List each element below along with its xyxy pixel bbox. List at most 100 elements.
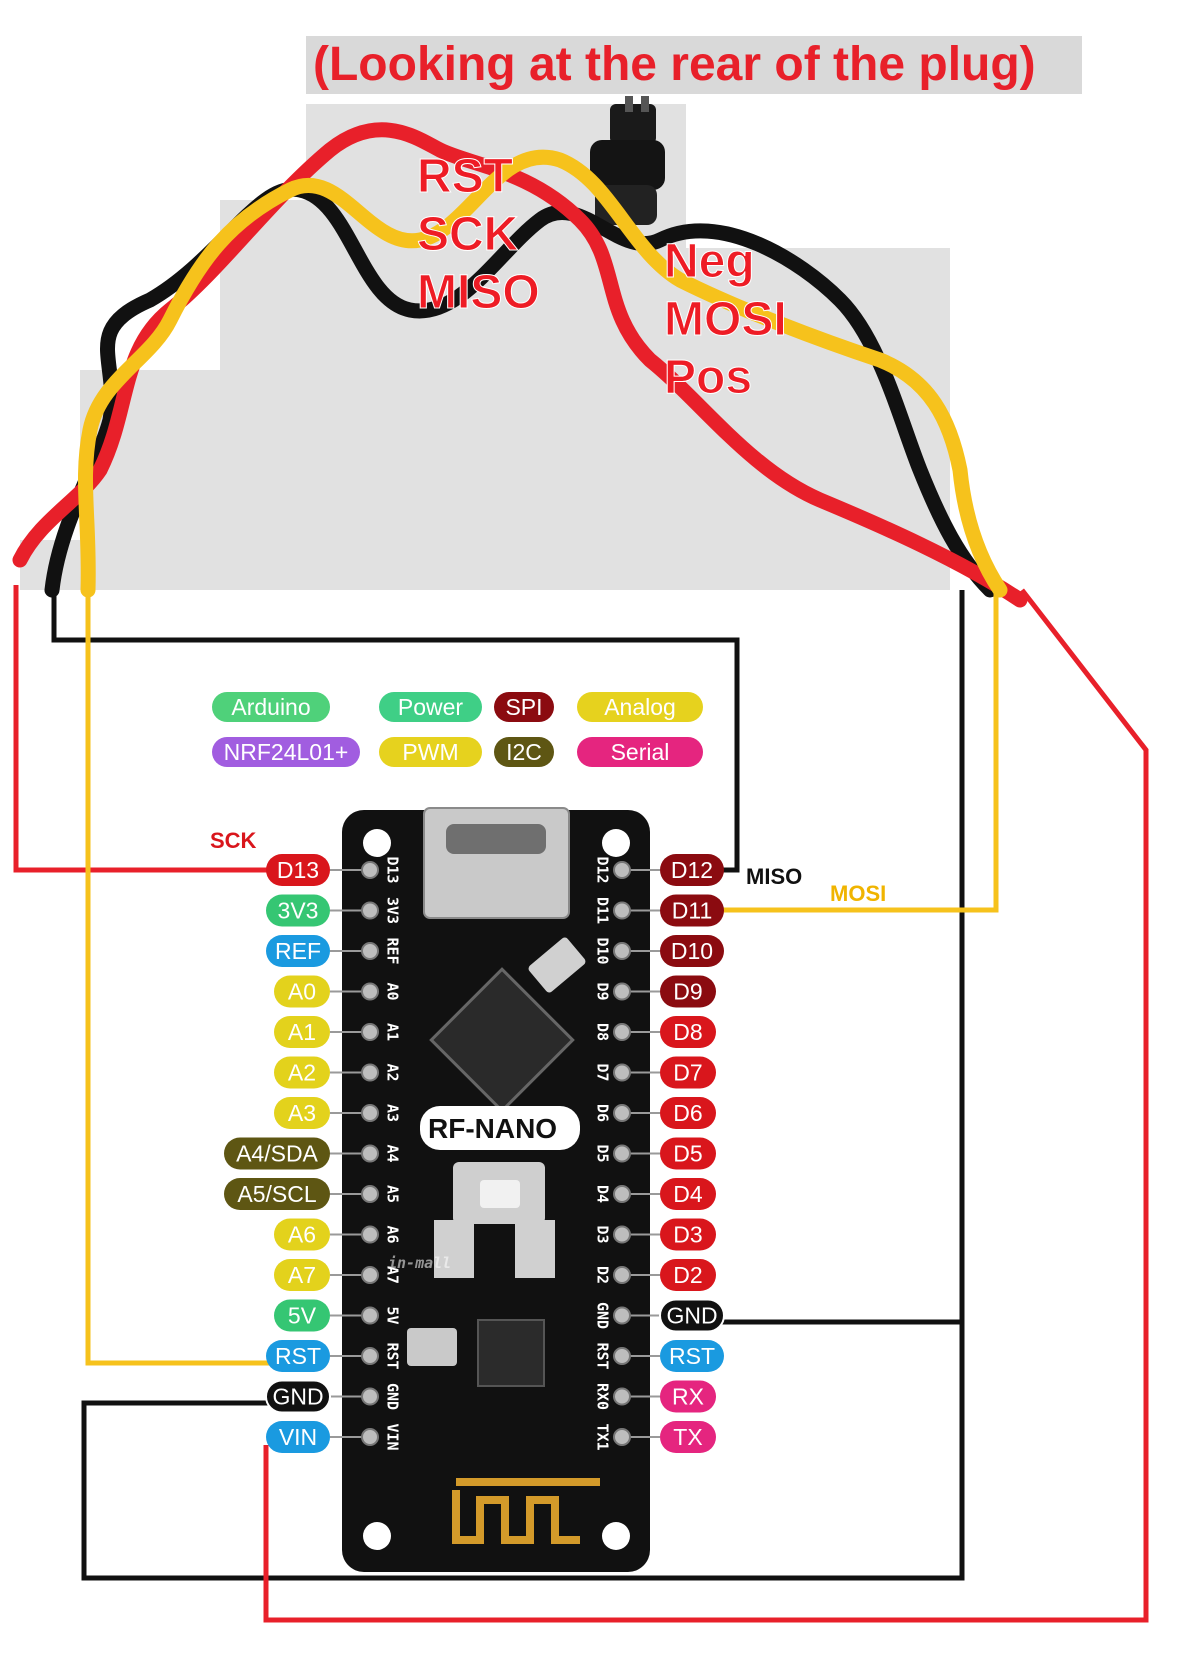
legend-pill — [212, 692, 330, 722]
pin-label-text: RST — [669, 1343, 715, 1369]
legend-item-pwm: PWM — [379, 737, 482, 767]
pin-label-pill — [660, 894, 724, 927]
legend-label: I2C — [506, 739, 542, 765]
legend-item-arduino: Arduino — [212, 692, 330, 722]
legend-item-spi: SPI — [494, 692, 554, 722]
cable-photo — [12, 96, 1028, 608]
pin-silkscreen-label: A3 — [384, 1104, 402, 1122]
pin-pad — [613, 1023, 631, 1041]
pin-label-pill — [660, 1218, 716, 1251]
wire-miso-to-d12 — [51, 585, 740, 873]
pin-label-pill — [274, 1016, 330, 1048]
wire-label-mosi: MOSI — [830, 881, 886, 906]
pin-silkscreen-label: D7 — [594, 1063, 612, 1081]
pin-silkscreen-label: D3 — [594, 1225, 612, 1243]
pin-label-pill — [274, 1056, 330, 1089]
wire-pos-to-vin — [263, 588, 1149, 1623]
pin-label-text: D9 — [673, 979, 702, 1005]
pin-pad — [361, 1063, 379, 1082]
plug-label-sck: SCK — [417, 208, 519, 261]
mcu-chip — [429, 967, 575, 1113]
pin-label-pill — [660, 1016, 716, 1048]
pin-label-text: A5/SCL — [237, 1181, 316, 1207]
plug-label-pos: Pos — [664, 351, 752, 404]
pin-label-text: A7 — [288, 1262, 316, 1288]
pin-label-text: A6 — [288, 1222, 316, 1248]
pin-silkscreen-label: REF — [384, 937, 402, 964]
legend-label: Serial — [611, 739, 670, 765]
legend-label: NRF24L01+ — [224, 739, 349, 765]
pin-label-text: GND — [272, 1384, 323, 1410]
legend-pill — [494, 737, 554, 767]
legend-label: Power — [398, 694, 464, 720]
plug-label-neg: Neg — [664, 235, 755, 288]
pin-silkscreen-label: 5V — [384, 1306, 402, 1324]
pin-label-text: D7 — [673, 1060, 702, 1086]
board-watermark: in-mall — [388, 1254, 451, 1272]
pin-pad — [361, 901, 379, 920]
pin-silkscreen-label: 3V3 — [384, 897, 402, 924]
legend-pill — [212, 737, 360, 767]
left-pin-gnd: GND GND — [265, 1379, 402, 1414]
pin-silkscreen-label: GND — [384, 1383, 402, 1410]
left-pin-a6: A6 A6 — [274, 1218, 402, 1251]
wire-rst-to-rst — [85, 585, 272, 1366]
cable-yellow-wire — [78, 149, 1008, 598]
pin-silkscreen-label: D12 — [594, 856, 612, 883]
pin-silkscreen-label: A7 — [384, 1266, 402, 1284]
pin-label-pill — [660, 1137, 716, 1170]
pin-silkscreen-label: D8 — [594, 1023, 612, 1041]
pin-label-text: D11 — [672, 898, 713, 924]
pin-label-pill — [274, 1097, 330, 1129]
pin-pad — [361, 1023, 379, 1041]
pin-pad — [361, 1104, 379, 1122]
legend-pill — [494, 692, 554, 722]
pin-silkscreen-label: A5 — [384, 1185, 402, 1203]
pin-silkscreen-label: D2 — [594, 1266, 612, 1284]
pin-pad — [361, 861, 379, 879]
pin-silkscreen-label: D5 — [594, 1144, 612, 1162]
pin-label-pill — [660, 854, 724, 886]
pin-pad — [361, 1225, 379, 1244]
pin-pad — [361, 1144, 379, 1163]
left-pin-vin: VIN VIN — [266, 1421, 402, 1453]
pin-pad — [613, 1225, 631, 1244]
connection-wires — [13, 585, 1149, 1623]
plug-label-mosi: MOSI — [664, 293, 787, 346]
wire-sck-to-d13 — [13, 585, 270, 873]
pin-label-pill — [660, 1421, 716, 1453]
pin-silkscreen-label: A6 — [384, 1225, 402, 1243]
pin-pad — [361, 1266, 379, 1284]
legend-pill — [577, 692, 703, 722]
pin-pad — [613, 1428, 631, 1446]
pin-silkscreen-label: RX0 — [594, 1383, 612, 1410]
pin-label-text: D6 — [673, 1100, 702, 1126]
legend-label: Arduino — [231, 694, 310, 720]
pin-pad — [361, 982, 379, 1001]
pin-pad — [613, 942, 631, 960]
pin-label-text: VIN — [279, 1424, 317, 1450]
pin-label-text: D4 — [673, 1181, 703, 1207]
pin-label-text: A3 — [288, 1100, 316, 1126]
legend-item-analog: Analog — [577, 692, 703, 722]
pin-label-pill — [274, 975, 330, 1008]
pin-silkscreen-label: VIN — [384, 1423, 402, 1450]
pin-silkscreen-label: D13 — [384, 856, 402, 883]
pin-label-pill — [660, 1380, 716, 1413]
pin-label-text: D10 — [671, 938, 713, 964]
pin-label-text: A0 — [288, 979, 316, 1005]
legend-label: PWM — [402, 739, 458, 765]
